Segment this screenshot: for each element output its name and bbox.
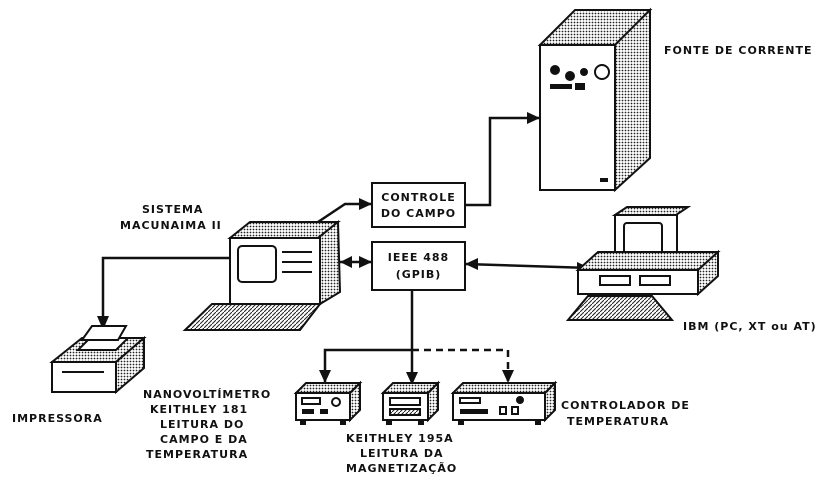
line-ieee-ibm <box>465 264 590 268</box>
nano-label-line4: CAMPO E DA <box>160 433 248 447</box>
controle-label-line1: CONTROLE <box>372 190 465 205</box>
controlador-label-line1: CONTROLADOR DE <box>561 399 690 413</box>
macunaima-terminal <box>185 222 340 330</box>
controle-label-line2: DO CAMPO <box>372 206 465 221</box>
ibm-label: IBM (PC, XT ou AT) <box>683 320 817 334</box>
keithley-label-line1: KEITHLEY 195A <box>346 432 454 446</box>
ieee-label-line1: IEEE 488 <box>372 250 465 265</box>
ibm-pc <box>568 207 718 320</box>
sistema-label-line2: MACUNAIMA II <box>120 219 222 233</box>
ieee-label-line2: (GPIB) <box>372 267 465 282</box>
controlador-label-line2: TEMPERATURA <box>567 415 669 429</box>
impressora-printer <box>52 326 144 392</box>
sistema-label-line1: SISTEMA <box>142 203 203 217</box>
keithley-label-line2: LEITURA DA <box>360 447 444 461</box>
line-bus-nano <box>325 350 412 382</box>
line-bus-controlador <box>412 350 508 382</box>
keithley-label-line3: MAGNETIZAÇÃO <box>346 462 457 476</box>
controlador-instrument <box>453 383 555 425</box>
nano-label-line3: LEITURA DO <box>160 418 244 432</box>
nano-label-line2: KEITHLEY 181 <box>150 403 248 417</box>
line-controle-fonte <box>465 118 540 205</box>
nano-label-line1: NANOVOLTÍMETRO <box>143 388 271 402</box>
impressora-label: IMPRESSORA <box>12 412 103 426</box>
connectors <box>97 112 590 385</box>
nanovoltimetro-instrument <box>296 383 360 425</box>
fonte-de-corrente-cabinet <box>540 10 650 190</box>
keithley-195a-instrument <box>383 383 438 425</box>
fonte-label: FONTE DE CORRENTE <box>664 44 813 58</box>
nano-label-line5: TEMPERATURA <box>146 448 248 462</box>
connections <box>103 118 590 385</box>
